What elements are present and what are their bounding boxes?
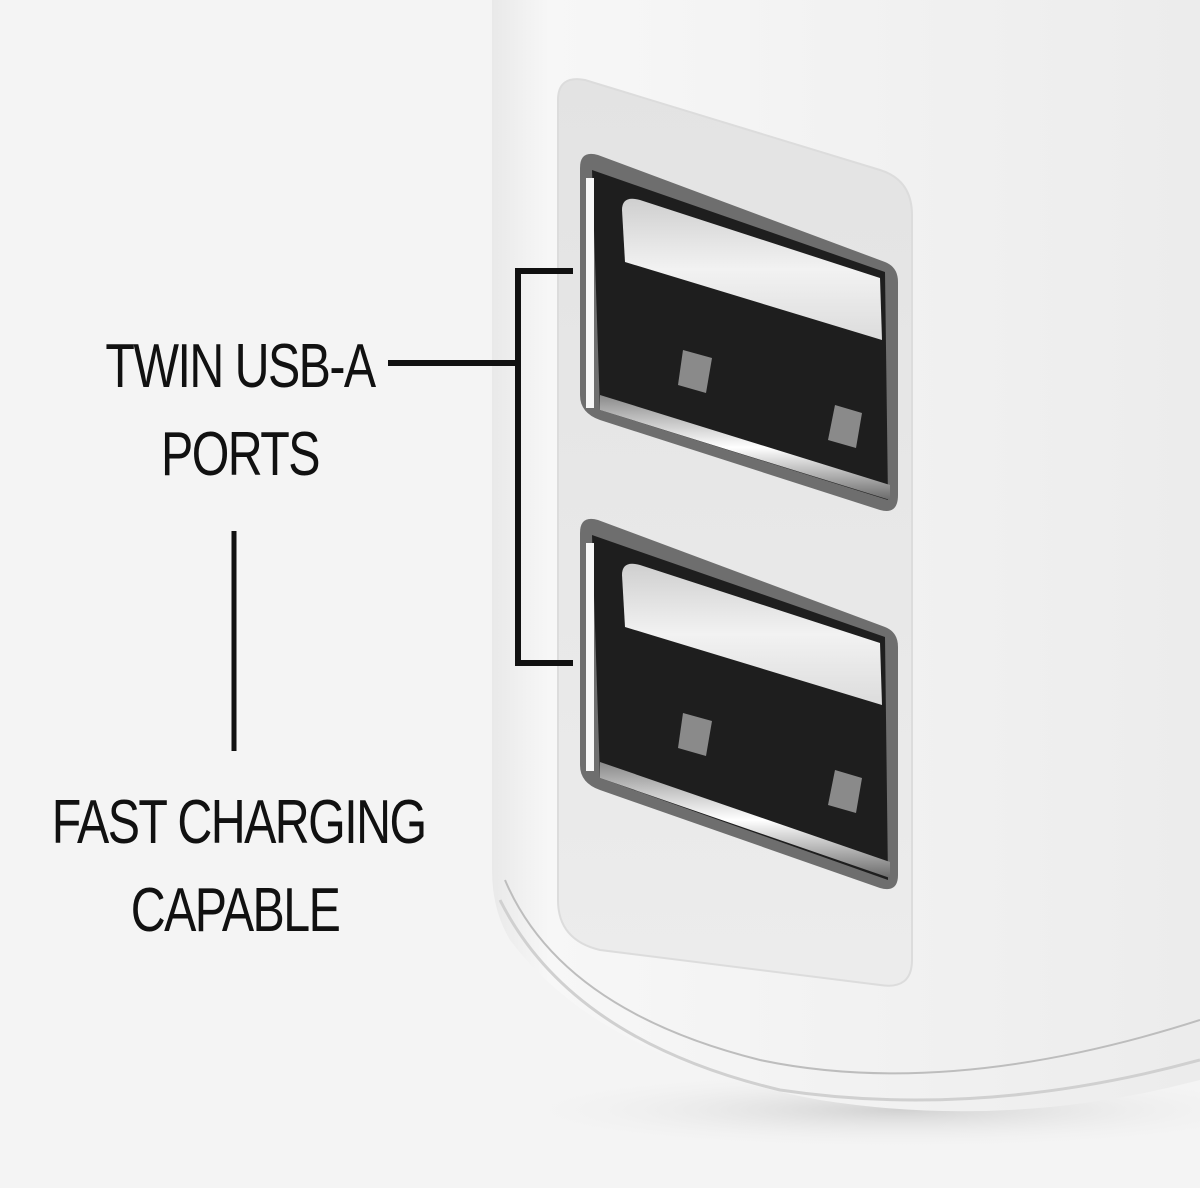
callout-usb-line2: PORTS bbox=[161, 420, 320, 489]
callout-fast-charging: FAST CHARGING CAPABLE bbox=[51, 788, 427, 968]
base-ring bbox=[504, 879, 1200, 1075]
bottom-border bbox=[0, 1188, 1200, 1200]
callout-bracket bbox=[388, 268, 573, 666]
callout-fast-line2: CAPABLE bbox=[130, 876, 341, 945]
callout-usb-line1: TWIN USB-A bbox=[105, 332, 376, 401]
port-tongue bbox=[622, 563, 882, 705]
port-rim-bottom bbox=[600, 395, 890, 500]
port-tongue bbox=[622, 198, 882, 340]
callout-usb-ports: TWIN USB-A PORTS bbox=[100, 336, 381, 512]
usb-port-bottom bbox=[580, 518, 898, 890]
port-rim-bottom bbox=[600, 762, 890, 878]
usb-port-top bbox=[580, 153, 898, 512]
callout-fast-line1: FAST CHARGING bbox=[51, 788, 427, 857]
